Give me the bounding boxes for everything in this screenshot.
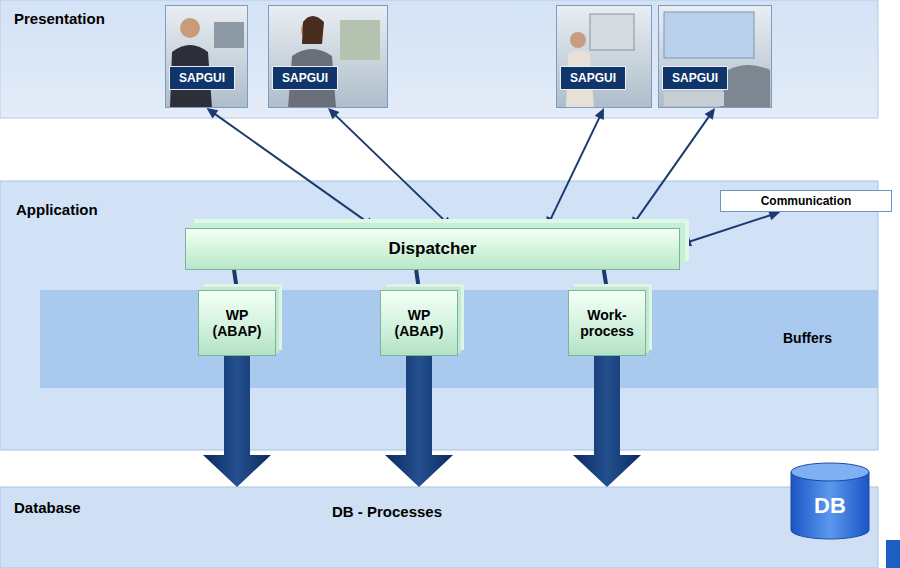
buffers-band: Buffers WP (ABAP) WP (ABAP) Work- process <box>40 290 878 388</box>
box-label: DB <box>814 493 846 519</box>
connector <box>328 108 452 228</box>
connector <box>234 270 237 290</box>
connector <box>680 211 780 246</box>
data-flow-arrow <box>203 356 271 487</box>
arrow-head <box>768 211 780 221</box>
connector <box>207 108 376 228</box>
arrow-head <box>546 216 555 228</box>
arrow-head <box>441 217 452 228</box>
application-layer: ApplicationDispatcher CommunicationBuffer… <box>0 181 878 450</box>
work-process-box: WP (ABAP) <box>198 290 276 356</box>
arrow-head <box>595 108 604 120</box>
box-label: WP (ABAP) <box>384 307 454 339</box>
client-label: SAPGUI <box>272 66 338 90</box>
data-flow-arrow <box>573 356 641 487</box>
box-label: Work- process <box>572 307 642 339</box>
box-label: Dispatcher <box>389 239 477 259</box>
connector <box>573 356 641 487</box>
sapgui-client: SAPGUI <box>165 5 248 108</box>
connector-line <box>636 115 710 221</box>
connector-line <box>334 114 446 222</box>
connector <box>385 356 453 487</box>
arrow-head <box>631 216 641 228</box>
presentation-layer: PresentationSAPGUI SAPGUI SAPGUI SAPGUI <box>0 0 878 118</box>
connector-line <box>214 113 369 223</box>
arrow-head <box>207 108 219 118</box>
user-photo <box>268 5 388 108</box>
connector <box>416 270 419 290</box>
user-photo <box>556 5 652 108</box>
communication-box: Communication <box>720 190 892 212</box>
connector-line <box>550 116 600 220</box>
sapgui-client: SAPGUI <box>658 5 772 108</box>
box-label: WP (ABAP) <box>202 307 272 339</box>
corner-mark <box>886 540 900 568</box>
process-link <box>416 270 419 290</box>
buffers-band-shape <box>40 290 878 388</box>
connector <box>203 356 271 487</box>
connector <box>546 108 604 228</box>
sapgui-client: SAPGUI <box>268 5 388 108</box>
data-flow-arrow <box>385 356 453 487</box>
layer-title: Buffers <box>783 330 832 346</box>
connector <box>604 270 607 290</box>
process-link <box>234 270 237 290</box>
database-layer: Database DB - Processes DB <box>0 487 878 568</box>
user-photo <box>165 5 248 108</box>
arrow-head <box>680 237 692 247</box>
layer-title: Database <box>14 499 81 516</box>
arrow-head <box>328 108 339 119</box>
layer-note: DB - Processes <box>332 503 442 520</box>
client-label: SAPGUI <box>560 66 626 90</box>
process-link <box>604 270 607 290</box>
connector <box>631 108 716 228</box>
presentation-band-shape <box>0 0 878 118</box>
database-band-shape <box>0 487 878 568</box>
user-photo <box>658 5 772 108</box>
layer-title: Presentation <box>14 10 105 27</box>
dispatcher-box: Dispatcher <box>185 228 680 270</box>
arrow-head <box>705 108 715 120</box>
arrow-head <box>364 218 376 228</box>
work-process-box: Work- process <box>568 290 646 356</box>
layer-title: Application <box>16 201 98 218</box>
client-label: SAPGUI <box>169 66 235 90</box>
application-band-shape <box>0 181 878 450</box>
client-label: SAPGUI <box>662 66 728 90</box>
work-process-box: WP (ABAP) <box>380 290 458 356</box>
database-cylinder: DB <box>790 462 870 540</box>
box-label: Communication <box>761 194 852 208</box>
connector-line <box>688 215 771 242</box>
sapgui-client: SAPGUI <box>556 5 652 108</box>
